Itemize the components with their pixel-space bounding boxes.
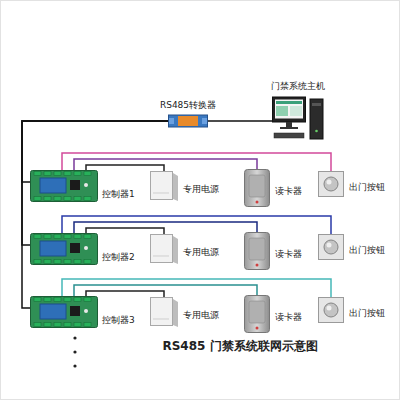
exit-button: 出门按钮 bbox=[318, 171, 344, 197]
power-supply-icon bbox=[150, 297, 178, 327]
controller-board-icon bbox=[30, 170, 98, 202]
dot bbox=[73, 350, 76, 353]
device-label: 读卡器 bbox=[275, 312, 302, 323]
device-label: 专用电源 bbox=[183, 184, 219, 195]
wire bbox=[22, 121, 168, 245]
device-label: 出门按钮 bbox=[349, 308, 385, 319]
device-label: RS485转换器 bbox=[160, 100, 216, 111]
device-label: 控制器1 bbox=[102, 189, 135, 200]
device-label: 专用电源 bbox=[183, 247, 219, 258]
device-label: 出门按钮 bbox=[349, 182, 385, 193]
wire bbox=[74, 222, 257, 233]
controller-board-icon bbox=[30, 296, 98, 328]
power-supply: 专用电源 bbox=[150, 297, 178, 327]
host-computer: 门禁系统主机 bbox=[272, 95, 324, 140]
exit-button: 出门按钮 bbox=[318, 297, 344, 323]
device-label: 读卡器 bbox=[275, 186, 302, 197]
power-supply-icon bbox=[150, 234, 178, 264]
device-label: 专用电源 bbox=[183, 310, 219, 321]
card-reader: 读卡器 bbox=[244, 232, 270, 270]
device-label: 读卡器 bbox=[275, 249, 302, 260]
wire bbox=[86, 291, 164, 297]
card-reader: 读卡器 bbox=[244, 295, 270, 333]
device-label: 门禁系统主机 bbox=[271, 81, 325, 92]
controller-board: 控制器2 bbox=[30, 233, 98, 265]
diagram-title: RS485 门禁系统联网示意图 bbox=[162, 338, 317, 355]
power-supply-icon bbox=[150, 171, 178, 201]
dot bbox=[73, 364, 76, 367]
card-reader-icon bbox=[244, 232, 270, 270]
wire bbox=[62, 153, 331, 171]
card-reader: 读卡器 bbox=[244, 169, 270, 207]
wire bbox=[62, 216, 331, 234]
power-supply: 专用电源 bbox=[150, 234, 178, 264]
exit-button-icon bbox=[318, 234, 344, 260]
card-reader-icon bbox=[244, 169, 270, 207]
exit-button-icon bbox=[318, 171, 344, 197]
exit-button: 出门按钮 bbox=[318, 234, 344, 260]
controller-board: 控制器1 bbox=[30, 170, 98, 202]
power-supply: 专用电源 bbox=[150, 171, 178, 201]
controller-board-icon bbox=[30, 233, 98, 265]
exit-button-icon bbox=[318, 297, 344, 323]
rs485-converter: RS485转换器 bbox=[168, 114, 208, 128]
host-computer-icon bbox=[272, 95, 324, 140]
wire bbox=[62, 279, 331, 297]
controller-board: 控制器3 bbox=[30, 296, 98, 328]
device-label: 出门按钮 bbox=[349, 245, 385, 256]
wire bbox=[22, 121, 168, 308]
device-label: 控制器3 bbox=[102, 315, 135, 326]
wire bbox=[86, 165, 164, 171]
wire bbox=[208, 120, 272, 122]
wire bbox=[74, 285, 257, 296]
device-label: 控制器2 bbox=[102, 252, 135, 263]
dot bbox=[73, 336, 76, 339]
wire bbox=[74, 159, 257, 170]
rs485-converter-icon bbox=[168, 114, 208, 128]
card-reader-icon bbox=[244, 295, 270, 333]
wire bbox=[86, 228, 164, 234]
